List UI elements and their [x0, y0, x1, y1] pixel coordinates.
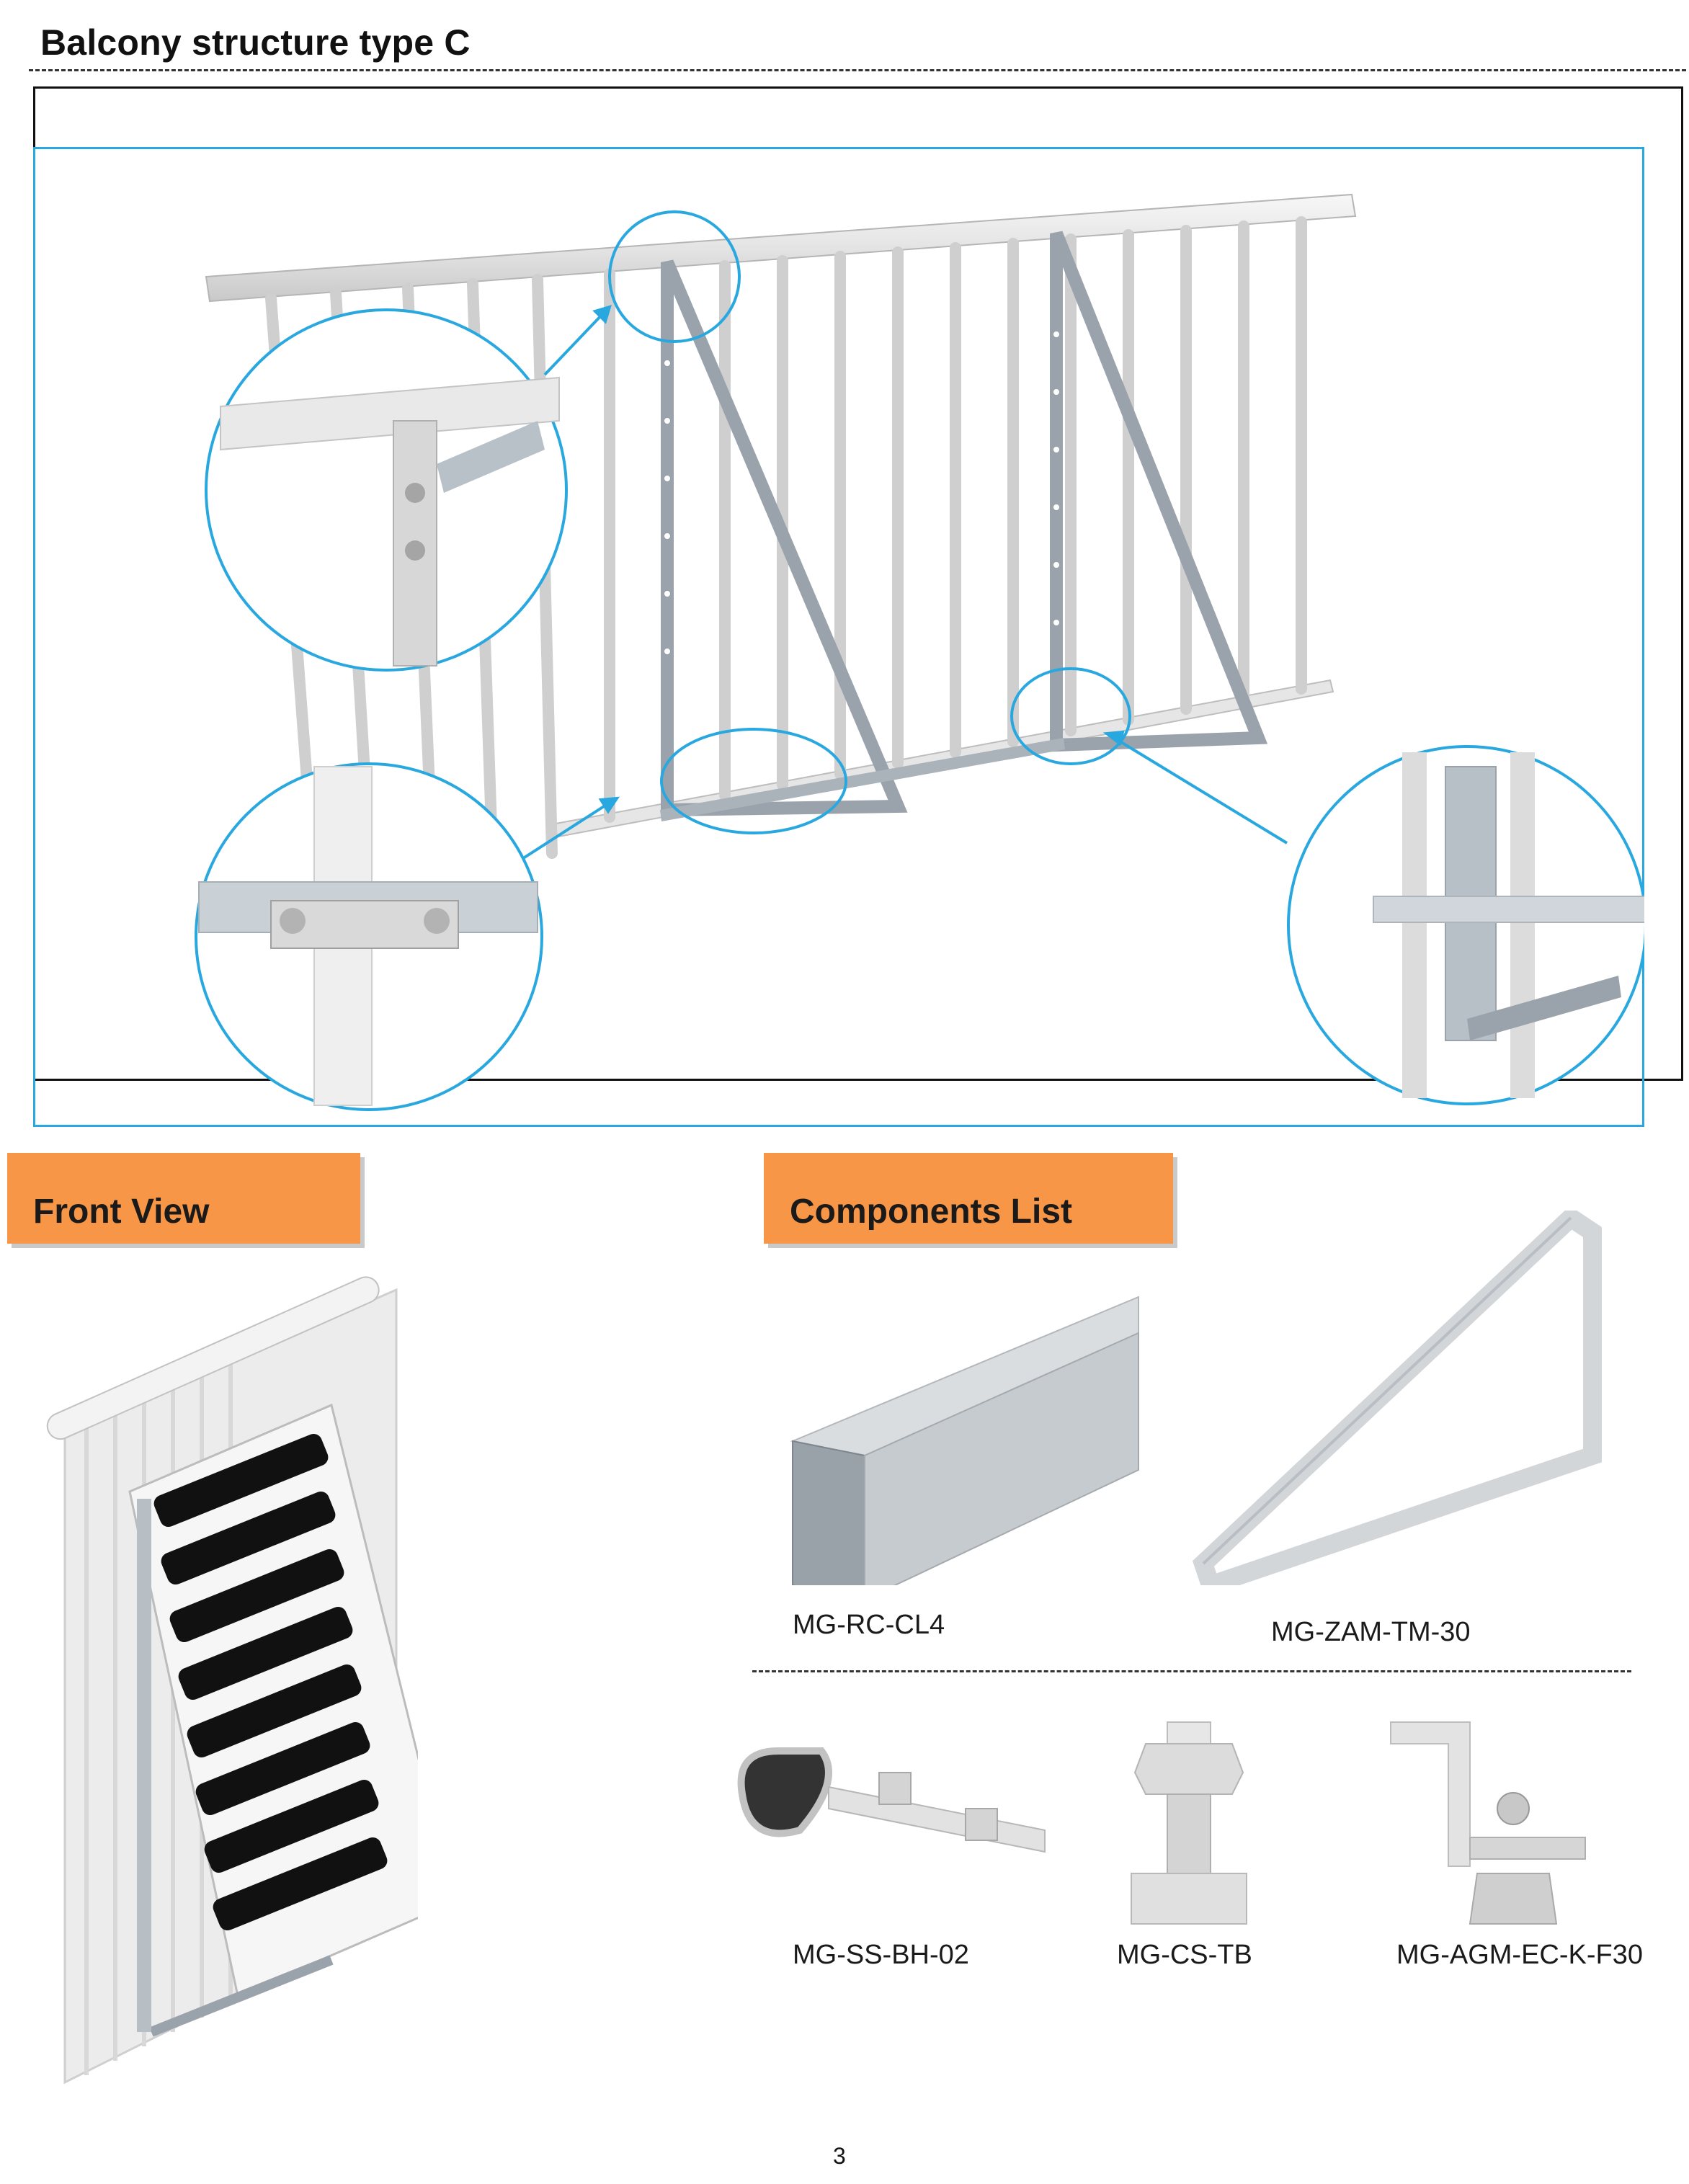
balcony-railing-illustration [195, 193, 1644, 1111]
components-list-label-text: Components List [790, 1193, 1072, 1231]
component-image-balcony-hook [737, 1747, 1046, 1853]
front-view-illustration [46, 1276, 418, 2085]
front-view-label-text: Front View [33, 1193, 210, 1231]
page-title: Balcony structure type C [40, 22, 471, 63]
component-image-rail-profile [790, 1296, 1139, 1585]
component-label-mg-agm-ec-k-f30: MG-AGM-EC-K-F30 [1396, 1940, 1643, 1970]
components-divider [752, 1670, 1631, 1672]
title-divider [29, 69, 1686, 71]
component-label-mg-ss-bh-02: MG-SS-BH-02 [793, 1940, 969, 1970]
component-image-end-clamp [1390, 1721, 1586, 1925]
component-image-t-bolt [1131, 1721, 1247, 1925]
component-label-mg-cs-tb: MG-CS-TB [1117, 1940, 1252, 1970]
main-illustration-border [33, 147, 1644, 1127]
component-image-triangle-mount [1193, 1211, 1602, 1585]
component-label-mg-zam-tm-30: MG-ZAM-TM-30 [1271, 1617, 1471, 1647]
component-label-mg-rc-cl4: MG-RC-CL4 [793, 1610, 945, 1640]
components-list-label: Components List [764, 1153, 1173, 1244]
page-number: 3 [833, 2143, 846, 2169]
front-view-label: Front View [7, 1153, 360, 1244]
